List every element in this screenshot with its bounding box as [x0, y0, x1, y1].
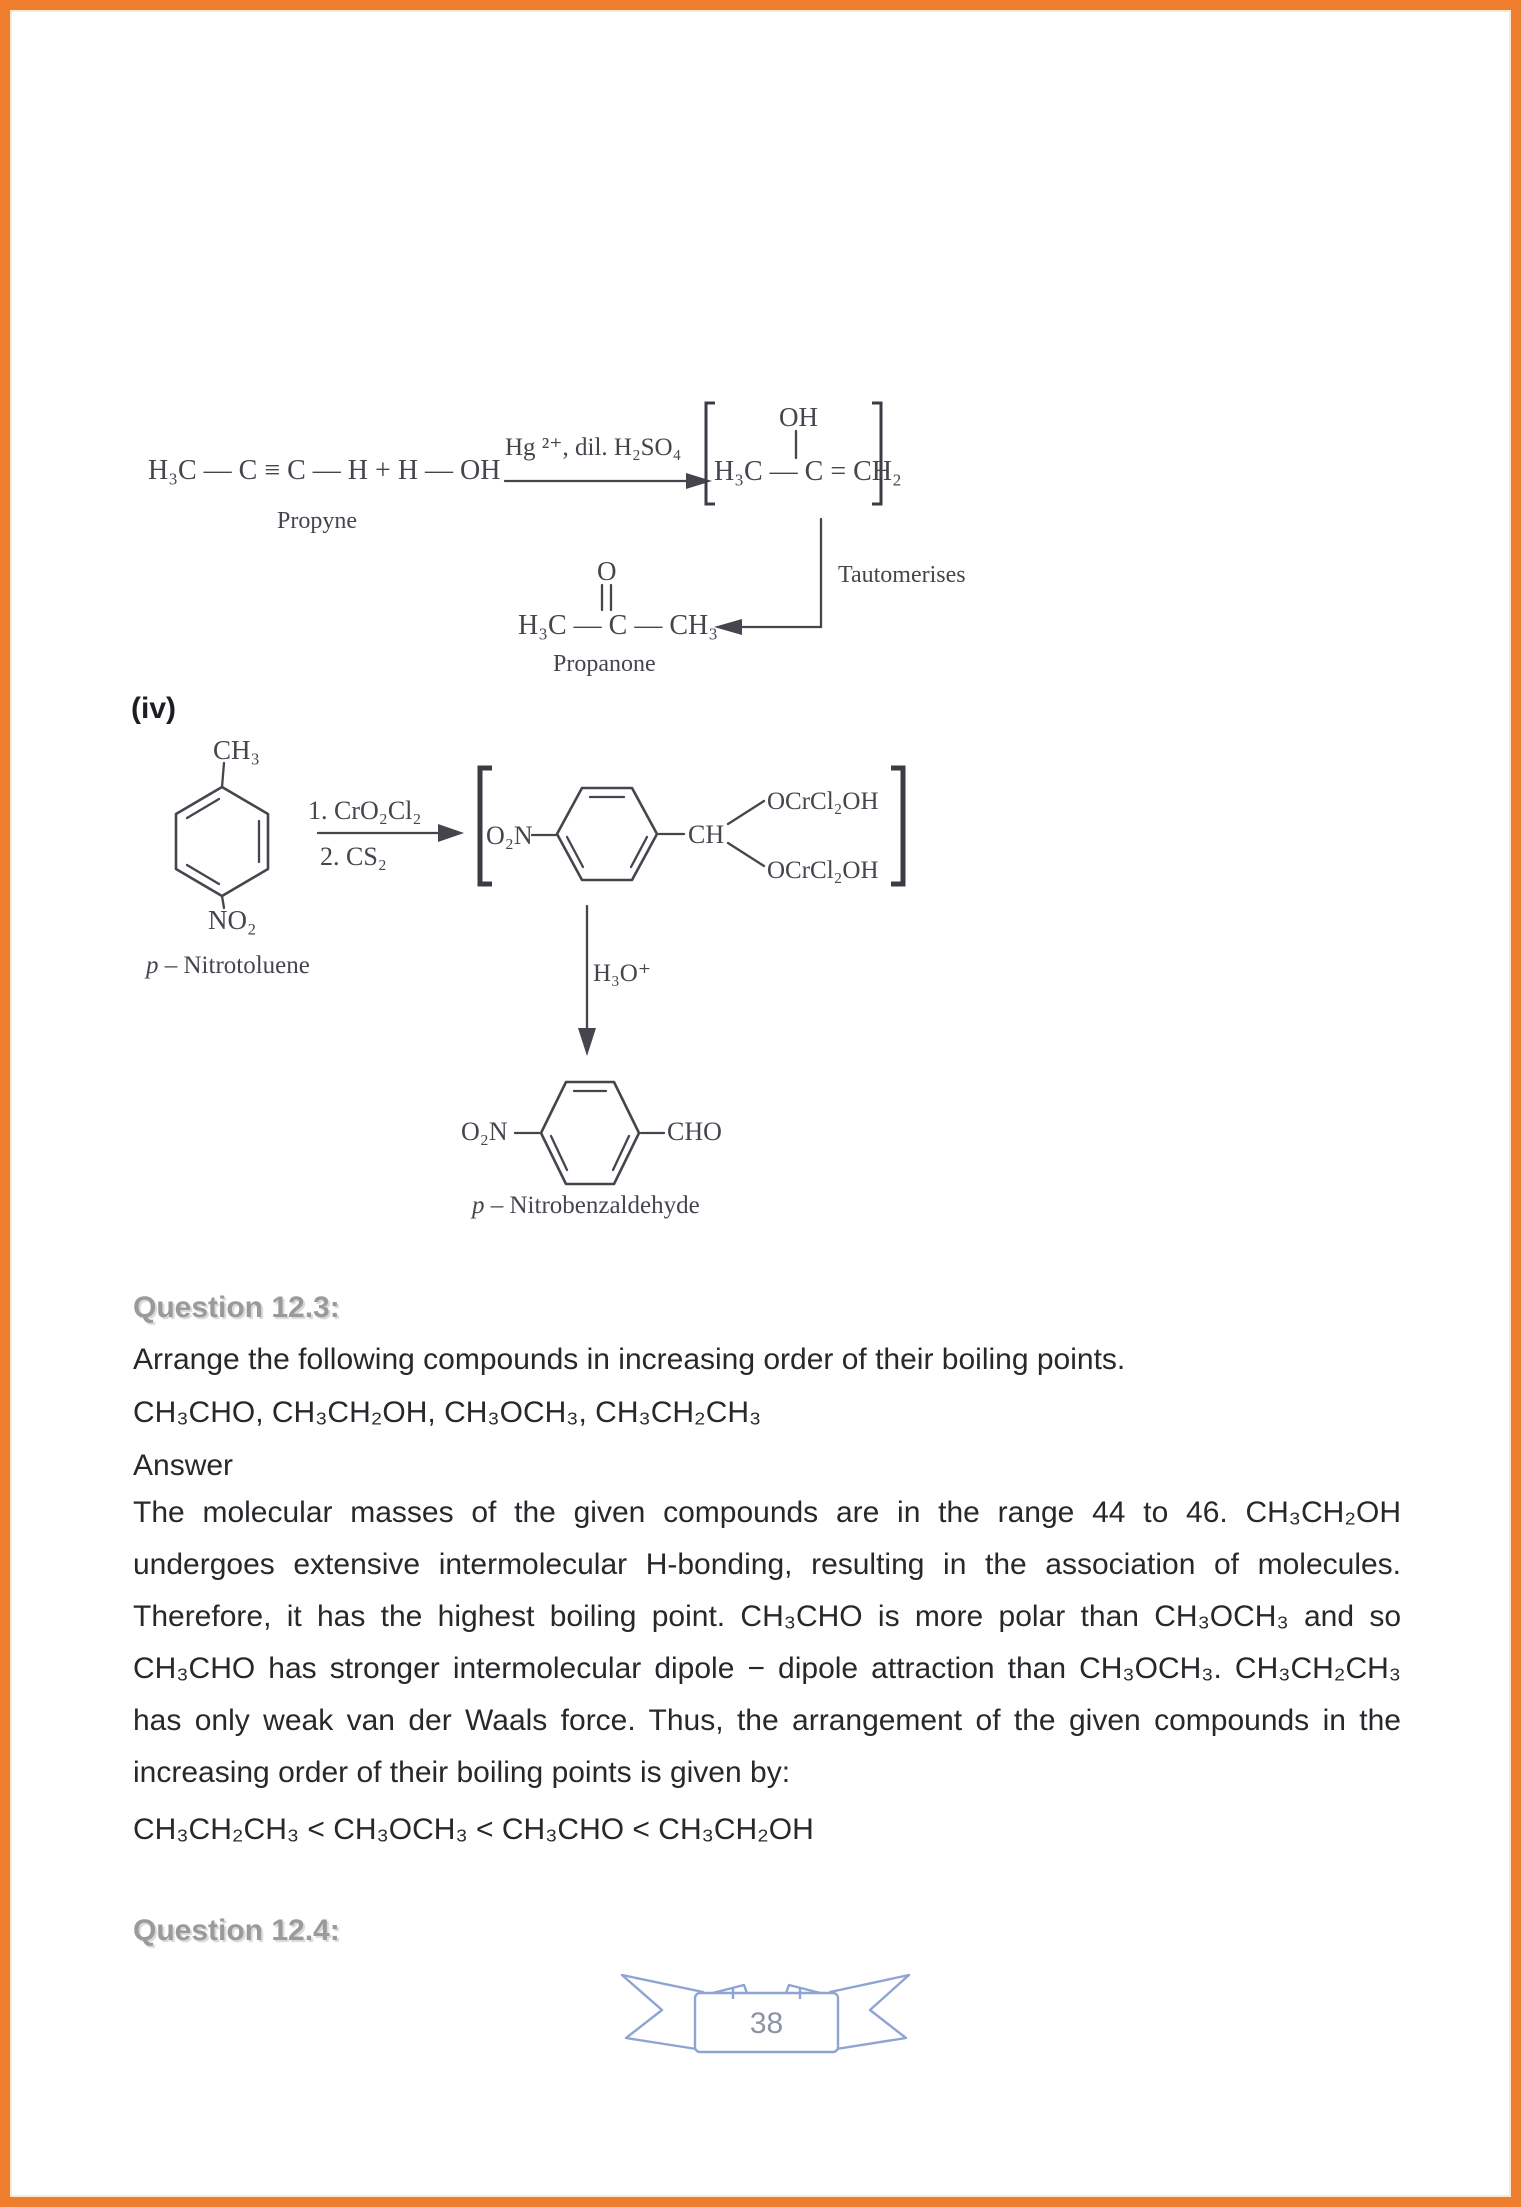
ring-inner-bond	[185, 863, 221, 886]
ring-inner-bond	[185, 797, 221, 820]
intermediate-bracket-left	[477, 765, 492, 887]
enol-formula: H₃C — C = CH₂	[714, 456, 902, 487]
hydrolysis-arrow	[578, 904, 596, 1056]
question-12-4-heading: Question 12.4:	[133, 1914, 340, 1947]
ring-inner-bond	[549, 1134, 569, 1172]
page-ribbon	[620, 1973, 911, 2054]
ribbon-tail-right	[828, 1973, 911, 2052]
page-number: 38	[749, 2007, 784, 2040]
nitrotoluene-ring	[174, 761, 270, 910]
arrow-head	[686, 473, 712, 489]
ring-inner-bond	[611, 1134, 631, 1172]
nitro-label: NO₂	[208, 905, 257, 935]
hydration-reaction-arrow	[503, 473, 712, 489]
ring-inner-bond	[565, 835, 585, 869]
oxidation-arrow	[316, 824, 464, 842]
ester-bottom-label: OCrCl₂OH	[767, 857, 879, 884]
o2n-label: O₂N	[486, 821, 533, 850]
tautomerise-arrow	[714, 517, 823, 635]
nitrotoluene-label: p – Nitrotoluene	[146, 953, 310, 978]
benzene-ring	[539, 1080, 641, 1186]
product-o2n-label: O₂N	[461, 1117, 508, 1146]
part-iv-heading: (iv)	[131, 692, 176, 725]
question-12-3-heading: Question 12.3:	[133, 1291, 340, 1324]
enol-oh-label: OH	[779, 402, 818, 432]
ketone-formula: H₃C — C — CH₃	[518, 610, 718, 641]
ribbon-tail-left	[620, 1973, 705, 2052]
propanone-label: Propanone	[553, 651, 656, 677]
answer-paragraph: The molecular masses of the given compou…	[133, 1496, 1401, 1789]
methyl-label: CH₃	[213, 735, 260, 765]
tautomerise-arrow-head	[714, 619, 742, 635]
nitro-bond	[220, 894, 226, 910]
answer-label: Answer	[133, 1449, 234, 1482]
propyne-formula: H₃C — C ≡ C — H + H — OH	[148, 455, 501, 486]
ketone-double-bond	[600, 583, 613, 612]
nitrobenzaldehyde-label: p – Nitrobenzaldehyde	[472, 1193, 700, 1218]
enol-bracket-left	[704, 401, 715, 506]
label-prefix-italic: p	[472, 1192, 485, 1219]
arrow-head	[438, 824, 464, 842]
label-rest: – Nitrobenzaldehyde	[484, 1192, 700, 1219]
label-rest: – Nitrotoluene	[158, 952, 310, 979]
tautomerises-label: Tautomerises	[838, 562, 966, 588]
hydronium-label: H₃O⁺	[593, 960, 652, 987]
compound-list: CH₃CHO, CH₃CH₂OH, CH₃OCH₃, CH₃CH₂CH₃	[133, 1396, 762, 1429]
ketone-oxygen-label: O	[597, 556, 617, 586]
methyl-bond	[220, 761, 226, 789]
product-cho-label: CHO	[667, 1117, 722, 1146]
condition-2-label: 2. CS₂	[320, 842, 387, 871]
question-12-3-prompt: Arrange the following compounds in incre…	[133, 1343, 1126, 1376]
benzene-ring	[555, 786, 659, 882]
ester-top-label: OCrCl₂OH	[767, 788, 879, 815]
ester-branch-top	[726, 799, 766, 826]
reaction-conditions: Hg ²⁺, dil. H₂SO₄	[505, 434, 682, 461]
ring-inner-bond	[629, 835, 649, 869]
ribbon-panel	[693, 1991, 840, 2054]
enol-bracket-right	[872, 401, 883, 506]
ester-branch-bottom	[726, 841, 766, 868]
label-prefix-italic: p	[146, 952, 159, 979]
boiling-order-line: CH₃CH₂CH₃ < CH₃OCH₃ < CH₃CHO < CH₃CH₂OH	[133, 1813, 814, 1846]
condition-1-label: 1. CrO₂Cl₂	[308, 796, 422, 825]
intermediate-ring	[530, 786, 766, 882]
propyne-label: Propyne	[277, 508, 357, 534]
ch-label: CH	[688, 820, 725, 849]
nitrobenzaldehyde-ring	[513, 1080, 666, 1186]
benzene-ring	[174, 785, 270, 898]
tautomerise-arrow-line	[738, 517, 823, 629]
intermediate-bracket-right	[891, 765, 906, 887]
arrow-head	[578, 1028, 596, 1056]
